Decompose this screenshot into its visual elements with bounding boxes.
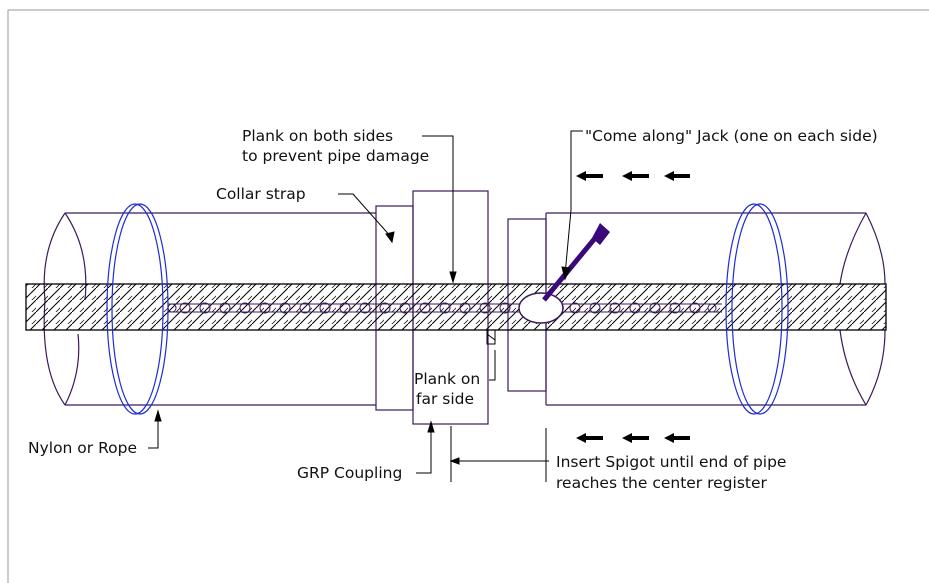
- leader-lines: [148, 130, 583, 482]
- chain: [167, 302, 722, 314]
- label-plank-far-line1: Plank on: [414, 370, 480, 388]
- right-pipe: [507, 212, 886, 406]
- label-come-along-jack: "Come along" Jack (one on each side): [585, 127, 878, 145]
- push-arrows-top: [576, 171, 690, 181]
- label-plank-far-line2: far side: [416, 390, 474, 408]
- plank-bar: [25, 283, 887, 331]
- label-insert-line2: reaches the center register: [556, 474, 768, 492]
- label-nylon-or-rope: Nylon or Rope: [28, 439, 137, 457]
- label-plank-line2: to prevent pipe damage: [242, 147, 429, 165]
- label-collar-strap: Collar strap: [216, 185, 306, 203]
- label-grp-coupling: GRP Coupling: [297, 464, 402, 482]
- push-arrows-bottom: [576, 433, 690, 443]
- rope-loops: [106, 203, 789, 415]
- label-insert-line1: Insert Spigot until end of pipe: [556, 453, 786, 471]
- label-plank-line1: Plank on both sides: [242, 127, 393, 145]
